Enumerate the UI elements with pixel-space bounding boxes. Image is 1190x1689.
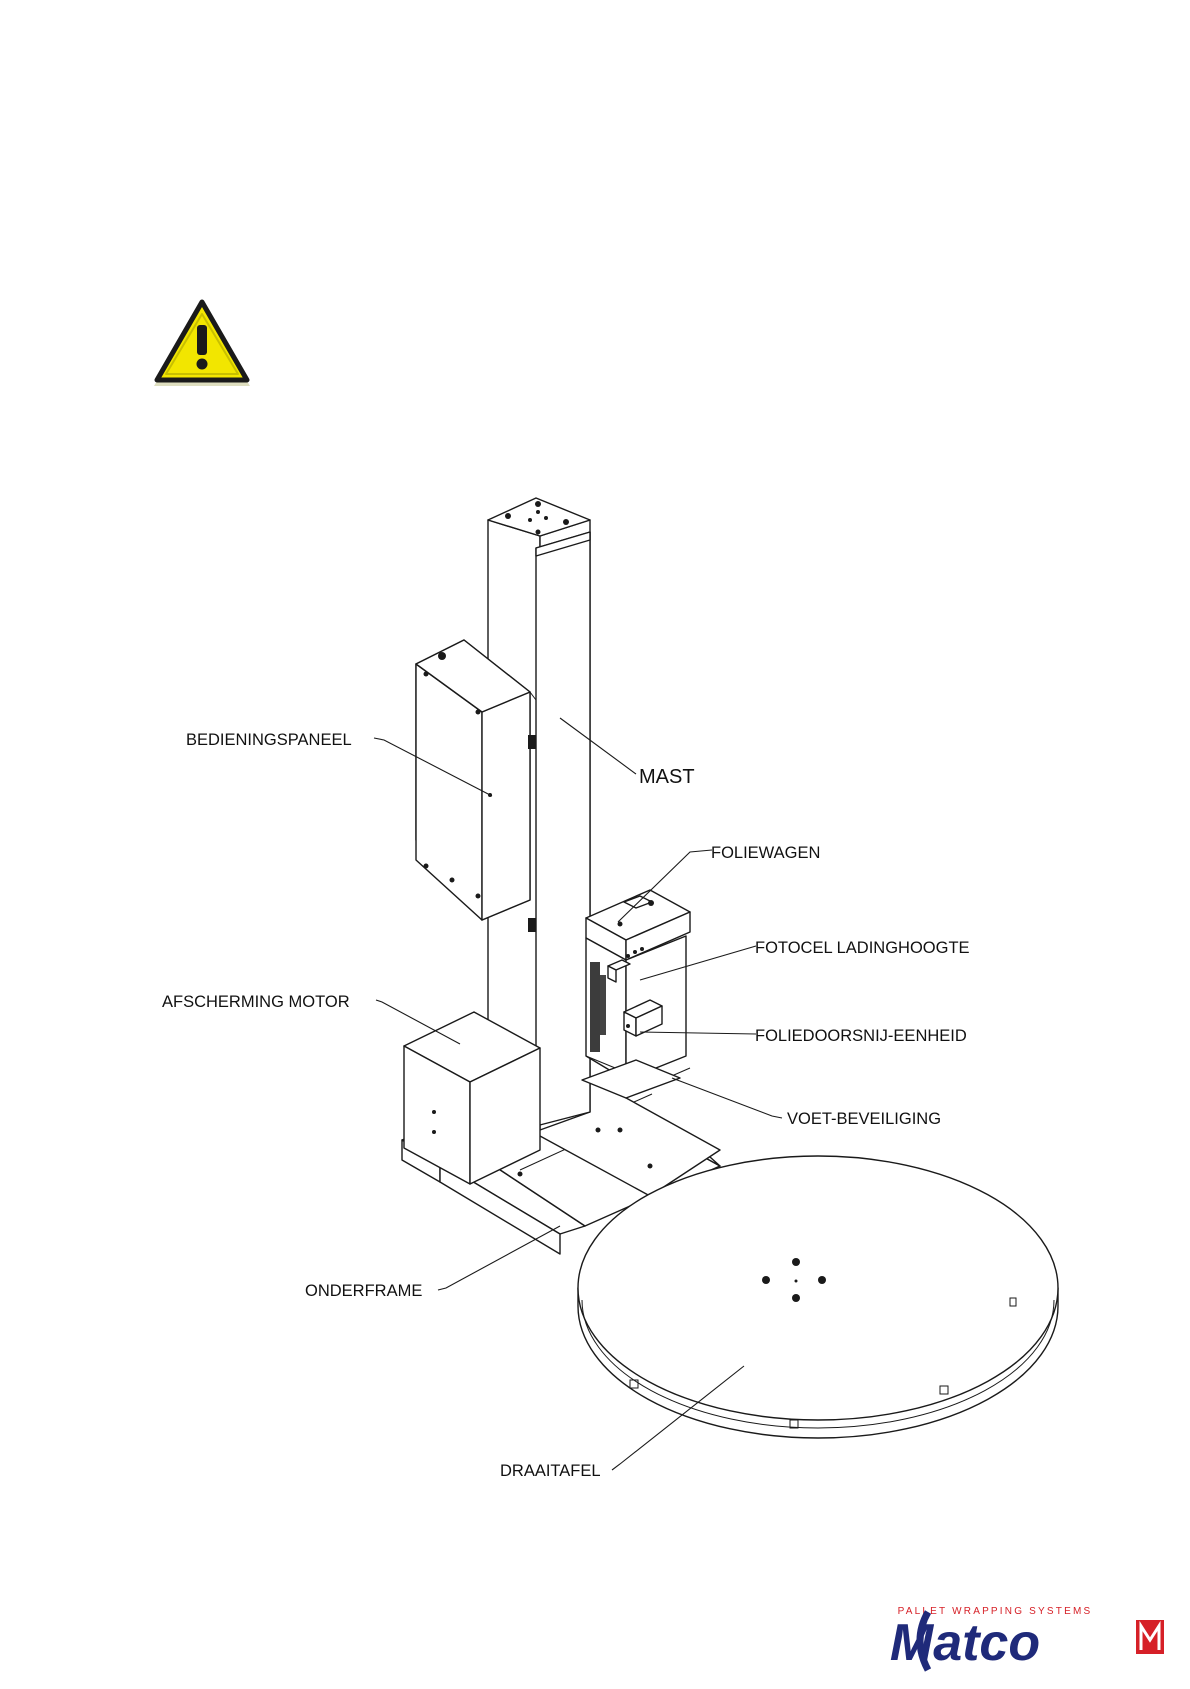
label-voet-beveiliging: VOET-BEVEILIGING xyxy=(787,1110,941,1128)
mast-front-part xyxy=(536,532,590,1126)
draaitafel-part xyxy=(578,1156,1058,1438)
bedieningspaneel-part xyxy=(416,640,536,932)
warning-triangle-icon xyxy=(154,302,250,386)
label-foliewagen: FOLIEWAGEN xyxy=(711,844,820,862)
label-bedieningspaneel: BEDIENINGSPANEEL xyxy=(186,731,352,749)
label-foliedoorsnij: FOLIEDOORSNIJ-EENHEID xyxy=(755,1027,967,1045)
matco-logo: PALLET WRAPPING SYSTEMS Matco xyxy=(890,1606,1164,1672)
logo-mark-icon xyxy=(1136,1620,1164,1654)
afscherming-motor-part xyxy=(404,1012,540,1184)
label-fotocel: FOTOCEL LADINGHOOGTE xyxy=(755,939,970,957)
label-draaitafel: DRAAITAFEL xyxy=(500,1462,601,1480)
foliewagen-part xyxy=(586,890,690,1080)
stretch-wrapper-drawing xyxy=(374,498,1058,1470)
logo-name: Matco xyxy=(890,1614,1040,1672)
label-afscherming-motor: AFSCHERMING MOTOR xyxy=(162,993,350,1011)
label-mast: MAST xyxy=(639,766,695,788)
label-onderframe: ONDERFRAME xyxy=(305,1282,422,1300)
